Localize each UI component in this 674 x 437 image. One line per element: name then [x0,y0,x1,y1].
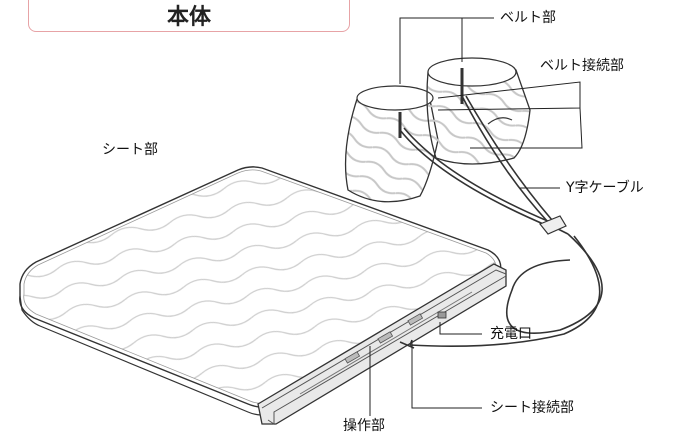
label-charge-port: 充電口 [490,326,532,342]
leader-lines [369,17,583,416]
sheet-mat [19,166,502,416]
label-sheet: シート部 [102,142,158,158]
label-control: 操作部 [343,418,385,434]
page-title: 本体 [166,5,211,30]
y-splitter [539,215,567,235]
label-belt-connector: ベルト接続部 [540,58,624,74]
label-belt: ベルト部 [500,10,556,26]
label-sheet-connector: シート接続部 [490,400,574,416]
control-bar [257,263,507,425]
title-box: 本体 [28,0,350,32]
belt-cuff-left [344,85,439,203]
label-y-cable: Y字ケーブル [566,180,644,196]
belt-cuff-right [426,57,531,165]
